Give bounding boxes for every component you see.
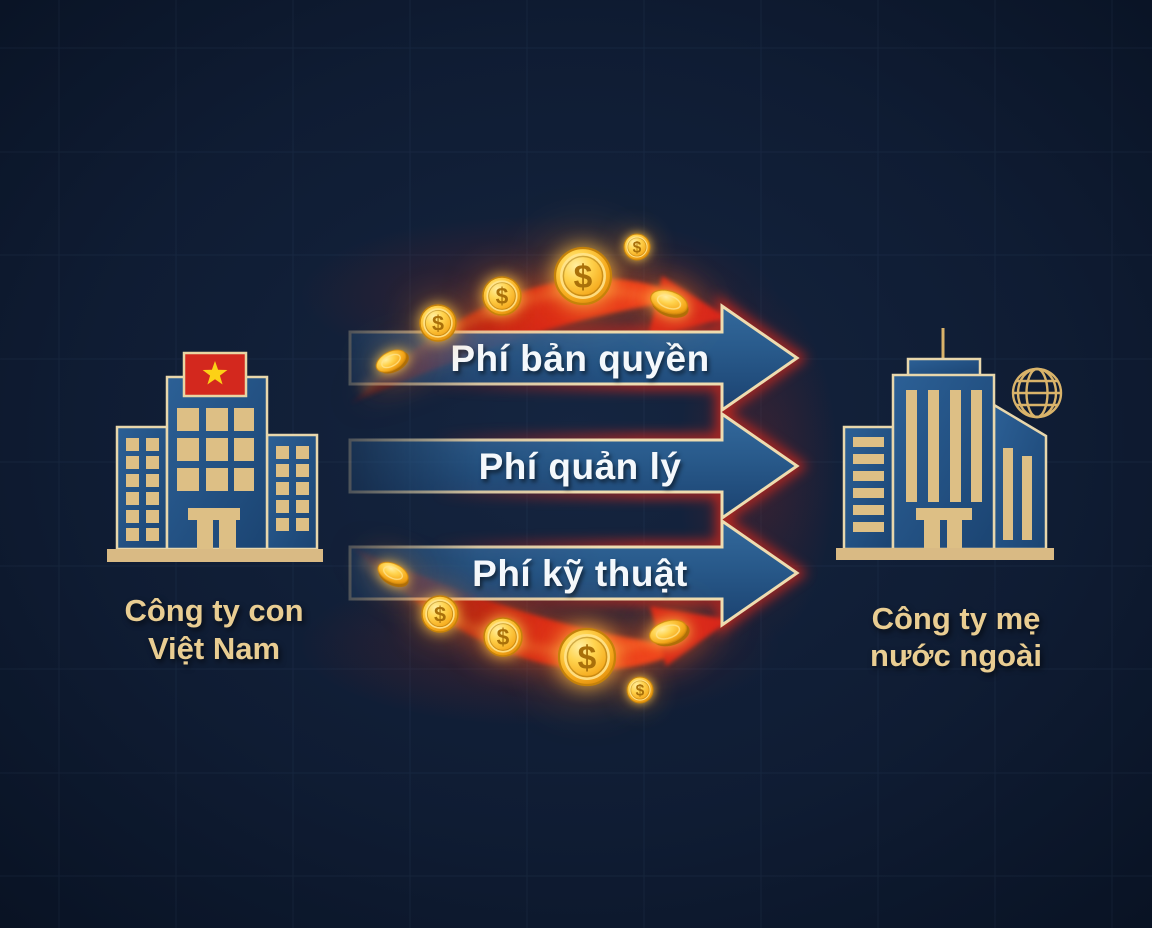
flow-arrow-technical <box>348 518 800 628</box>
dollar-coin-icon <box>419 304 457 342</box>
dollar-coin-icon <box>623 233 651 261</box>
flow-label-technical: Phí kỹ thuật <box>472 553 688 594</box>
subsidiary-label: Công ty con Việt Nam <box>124 593 303 666</box>
dollar-coin-icon <box>421 595 459 633</box>
globe-icon <box>1011 367 1063 419</box>
flow-label-royalty: Phí bản quyền <box>450 338 709 379</box>
dollar-coin-icon <box>482 276 522 316</box>
subsidiary-label-line1: Công ty con <box>124 593 303 628</box>
dollar-coin-icon <box>483 617 523 657</box>
dollar-coin-icon <box>626 676 654 704</box>
parent-label: Công ty mẹ nước ngoài <box>870 601 1042 673</box>
parent-label-line2: nước ngoài <box>870 638 1042 673</box>
vietnam-flag-icon <box>182 351 248 398</box>
flow-arrow-royalty <box>348 303 800 413</box>
dollar-coin-icon <box>553 246 613 306</box>
flow-arrows <box>348 303 800 628</box>
dollar-coin-icon <box>557 627 617 687</box>
star-icon <box>202 361 228 385</box>
subsidiary-label-line2: Việt Nam <box>148 631 280 666</box>
parent-building-icon <box>836 328 1063 560</box>
parent-label-line1: Công ty mẹ <box>872 601 1041 636</box>
flow-label-management: Phí quản lý <box>479 446 682 487</box>
flow-arrow-management <box>348 411 800 521</box>
subsidiary-building-icon <box>107 351 323 562</box>
